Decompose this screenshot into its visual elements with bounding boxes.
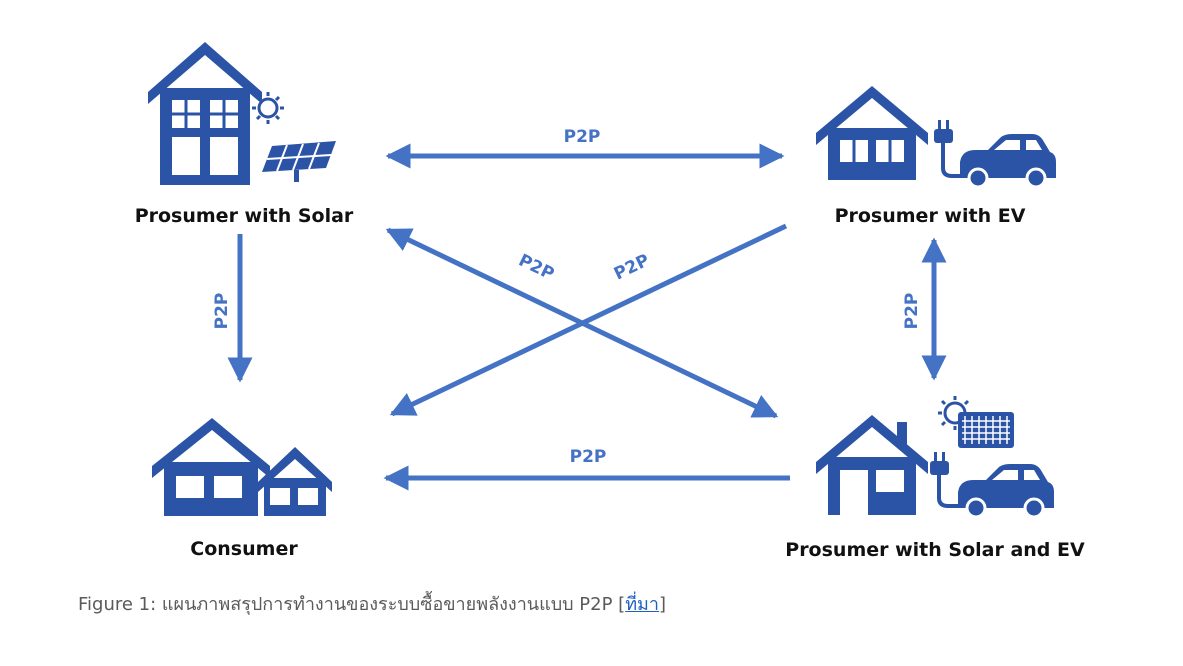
- node-label-solar: Prosumer with Solar: [135, 205, 354, 227]
- source-link[interactable]: ที่มา: [625, 594, 660, 615]
- edge-label-right: P2P: [902, 293, 922, 330]
- node-label-consumer: Consumer: [190, 538, 298, 560]
- plug-icon: [930, 452, 958, 508]
- arrow-ev-consumer: [389, 223, 788, 417]
- solar-panel-icon: [262, 141, 336, 182]
- edge-label-left: P2P: [212, 293, 232, 330]
- node-label-solar-ev: Prosumer with Solar and EV: [785, 539, 1085, 561]
- edge-label-diag-b: P2P: [611, 250, 653, 284]
- edge-label-diag-a: P2P: [515, 250, 557, 284]
- edge-label-bottom: P2P: [570, 447, 607, 467]
- house-solar-ev-icon: [816, 396, 1054, 519]
- two-houses-icon: [152, 418, 332, 516]
- edge-label-top: P2P: [564, 127, 601, 147]
- figure-caption: Figure 1: แผนภาพสรุปการทำงานของระบบซื้อข…: [78, 589, 666, 618]
- car-icon: [960, 134, 1056, 189]
- sun-icon: [252, 92, 284, 124]
- node-label-ev: Prosumer with EV: [835, 205, 1026, 227]
- car-icon: [958, 464, 1054, 519]
- solar-panel-icon: [958, 412, 1014, 448]
- house-solar-icon: [148, 42, 336, 185]
- house-ev-icon: [816, 86, 1056, 189]
- p2p-diagram: Prosumer with Solar Prosumer with EV: [135, 42, 1085, 561]
- caption-suffix: ]: [659, 594, 667, 615]
- caption-text: Figure 1: แผนภาพสรุปการทำงานของระบบซื้อข…: [78, 594, 626, 615]
- plug-icon: [934, 120, 962, 178]
